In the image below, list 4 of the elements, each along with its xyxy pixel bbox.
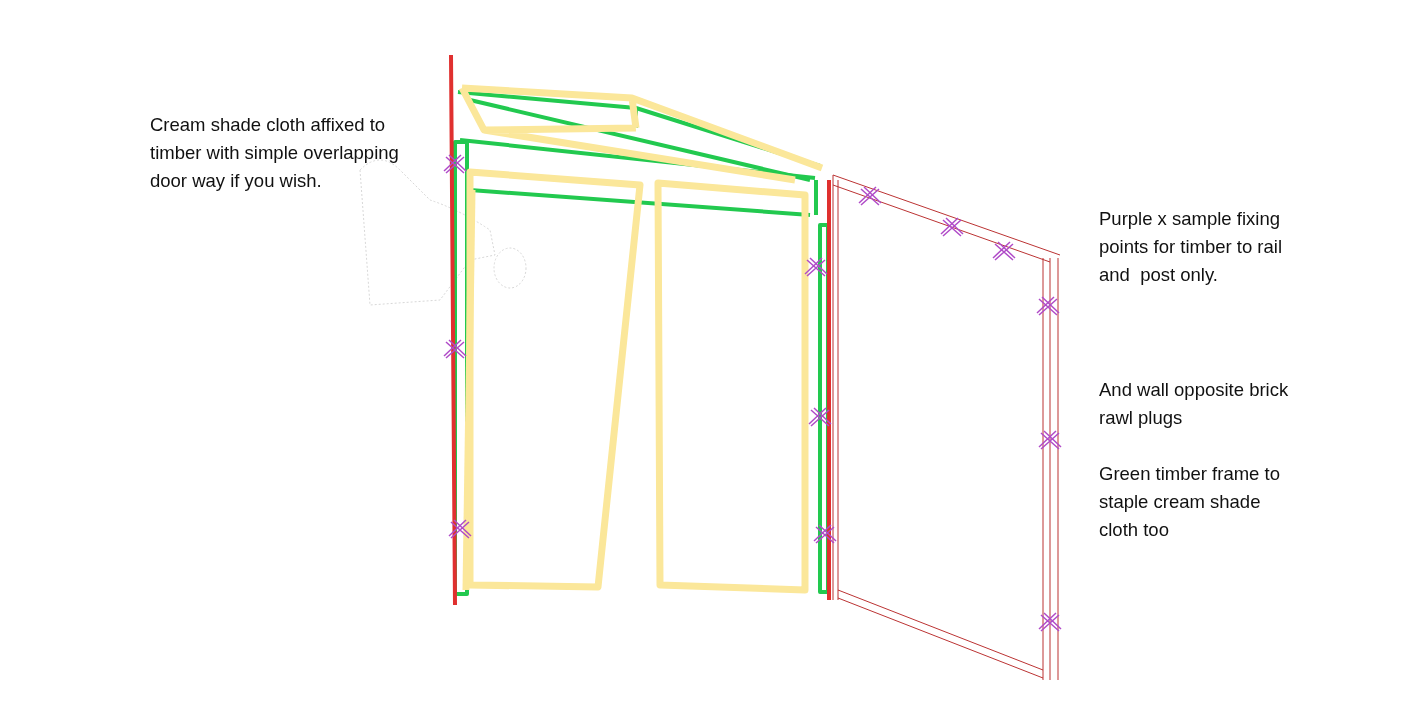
note-text: Green timber frame to staple cream shade cloth too: [1099, 462, 1281, 542]
note-text: Purple x sample fixing points for timber to rail and post only.: [1099, 207, 1283, 287]
note-text: Cream shade cloth affixed to timber with simple overlapping door way if you wish.: [150, 113, 400, 193]
note-text: And wall opposite brick rawl plugs: [1099, 378, 1290, 430]
